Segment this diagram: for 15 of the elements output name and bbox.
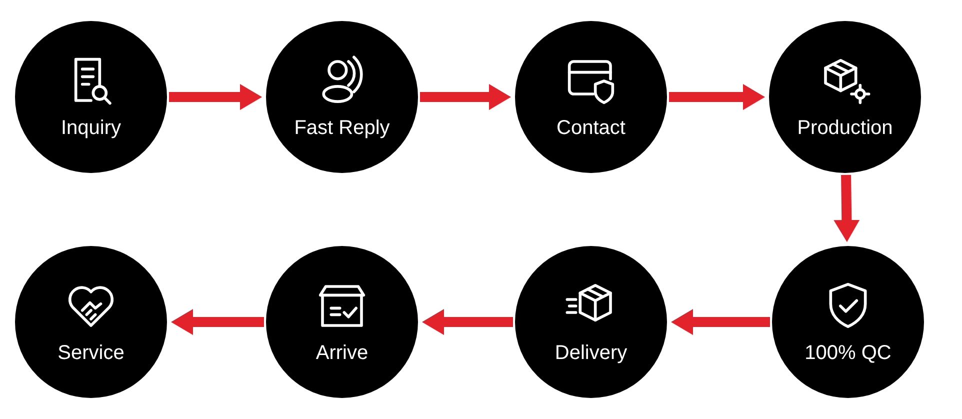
step-label: Arrive: [316, 342, 368, 364]
arrow: [171, 309, 264, 335]
step-label: Service: [58, 342, 124, 364]
step-label: Inquiry: [60, 116, 122, 140]
arrow: [671, 309, 770, 335]
step-label: Fast Reply: [294, 116, 390, 140]
arrow: [169, 84, 262, 110]
step-label: Delivery: [554, 342, 628, 364]
arrow: [669, 84, 765, 110]
step-label: Contact: [556, 116, 626, 140]
step-label: 100% QC: [804, 342, 892, 364]
arrow: [422, 309, 513, 335]
step-label: Production: [797, 116, 893, 140]
arrow: [420, 84, 511, 110]
arrow: [834, 174, 860, 242]
